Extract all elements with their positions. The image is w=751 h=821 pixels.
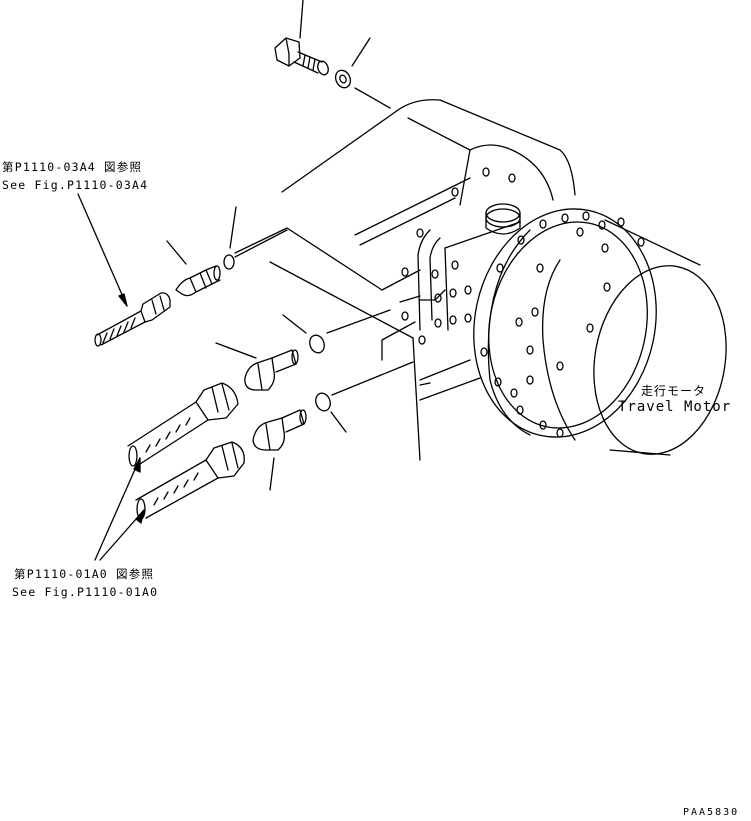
- callout-bottom-jp: 第P1110-01A0 図参照: [14, 567, 155, 581]
- callout-top-en: See Fig.P1110-03A4: [2, 178, 149, 192]
- middle-adapter: [216, 343, 298, 390]
- upper-o-ring: [224, 207, 287, 269]
- motor-label-jp: 走行モータ: [641, 384, 707, 398]
- callout-bottom-en: See Fig.P1110-01A0: [12, 585, 159, 599]
- middle-o-ring: [283, 310, 390, 355]
- upper-adapter: [167, 241, 220, 296]
- lower-adapter: [253, 410, 306, 490]
- frame-housing: [235, 100, 575, 460]
- upper-hose-fitting: [78, 194, 170, 346]
- callout-top-jp: 第P1110-03A4 図参照: [2, 160, 143, 174]
- callout-arrows-01a0: [95, 458, 144, 560]
- washer-part: [333, 38, 390, 108]
- motor-label-en: Travel Motor: [618, 399, 732, 415]
- lower-hose-lower: [136, 442, 244, 519]
- bolt-part: [275, 0, 330, 76]
- frame-bolt-holes: [402, 168, 515, 344]
- travel-motor: [453, 192, 740, 465]
- lower-hose-upper: [128, 383, 238, 466]
- lower-o-ring: [313, 362, 413, 432]
- drawing-code: PAA5830: [683, 807, 740, 818]
